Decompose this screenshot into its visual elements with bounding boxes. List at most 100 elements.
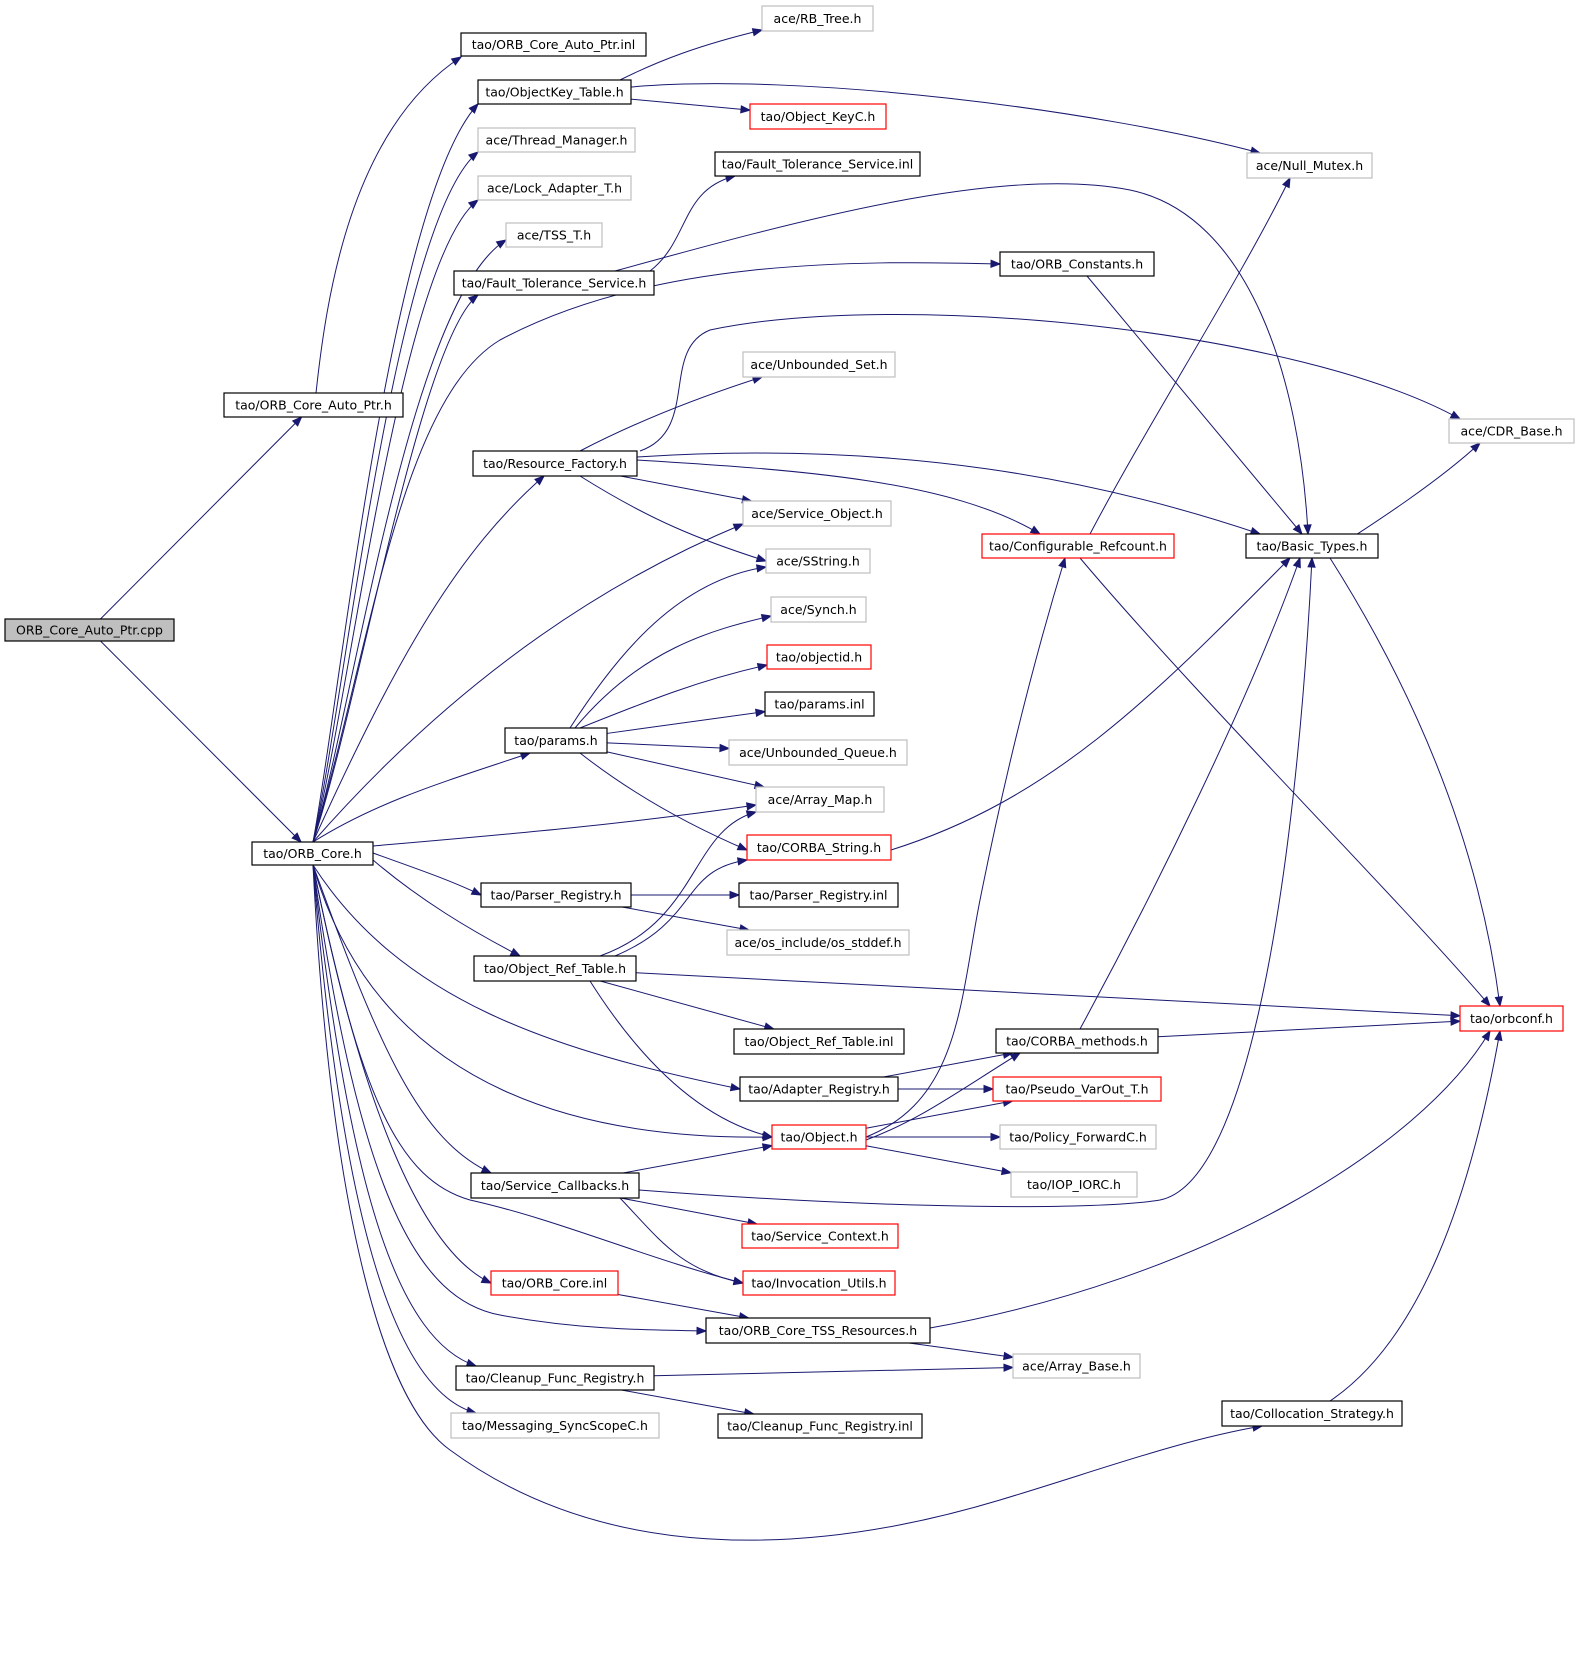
- edge-orbcore_h-to-cleanup_h: [312, 864, 478, 1367]
- node-label: tao/ORB_Core_Auto_Ptr.h: [235, 398, 392, 413]
- node-orbconf[interactable]: tao/orbconf.h: [1459, 1005, 1564, 1032]
- node-box: [746, 834, 892, 861]
- node-tss[interactable]: ace/TSS_T.h: [505, 222, 603, 248]
- node-arraybase[interactable]: ace/Array_Base.h: [1012, 1353, 1141, 1379]
- edge-orbcore_h-to-orbconst: [312, 259, 1002, 843]
- node-label: ace/Synch.h: [780, 602, 856, 617]
- node-corbastring[interactable]: tao/CORBA_String.h: [746, 834, 892, 861]
- node-cleanup-inl[interactable]: tao/Cleanup_Func_Registry.inl: [717, 1413, 923, 1439]
- node-box: [1221, 1400, 1403, 1427]
- node-box: [733, 1028, 905, 1055]
- node-pseudovarout[interactable]: tao/Pseudo_VarOut_T.h: [992, 1076, 1162, 1102]
- node-unbqueue[interactable]: ace/Unbounded_Queue.h: [728, 739, 908, 766]
- node-orbcore-h[interactable]: tao/ORB_Core.h: [251, 841, 374, 866]
- node-threadmgr[interactable]: ace/Thread_Manager.h: [477, 127, 636, 153]
- edges-layer: [100, 28, 1503, 1541]
- node-ftsvc-inl[interactable]: tao/Fault_Tolerance_Service.inl: [714, 151, 921, 177]
- edge-parserreg_h-to-parserreg_inl: [631, 890, 741, 900]
- node-box: [771, 1124, 867, 1150]
- node-autoptr-inl[interactable]: tao/ORB_Core_Auto_Ptr.inl: [460, 32, 647, 57]
- edge-params_h-to-sstring: [569, 564, 768, 729]
- node-cleanup-h[interactable]: tao/Cleanup_Func_Registry.h: [455, 1365, 655, 1391]
- node-lockadapter[interactable]: ace/Lock_Adapter_T.h: [477, 175, 632, 201]
- edge-objkeytable-to-objectkeyc: [630, 98, 752, 114]
- node-box: [766, 644, 872, 670]
- node-object-h[interactable]: tao/Object.h: [771, 1124, 867, 1150]
- edge-orbcore_h-to-tssres: [312, 864, 708, 1336]
- node-invocutils[interactable]: tao/Invocation_Utils.h: [742, 1270, 896, 1296]
- node-parserreg-inl[interactable]: tao/Parser_Registry.inl: [738, 882, 899, 908]
- node-box: [742, 500, 892, 527]
- node-orbconst[interactable]: tao/ORB_Constants.h: [999, 251, 1155, 277]
- node-collocation[interactable]: tao/Collocation_Strategy.h: [1221, 1400, 1403, 1427]
- edge-params_h-to-corbastring: [579, 752, 749, 851]
- node-objreftable-inl[interactable]: tao/Object_Ref_Table.inl: [733, 1028, 905, 1055]
- edge-orbcore_h-to-collocation: [312, 864, 1264, 1541]
- node-params-h[interactable]: tao/params.h: [504, 727, 608, 754]
- edge-resfactory-to-svcobject: [620, 475, 753, 504]
- node-synch[interactable]: ace/Synch.h: [770, 596, 867, 623]
- node-unbset[interactable]: ace/Unbounded_Set.h: [742, 351, 896, 378]
- node-orbcore-inl[interactable]: tao/ORB_Core.inl: [490, 1270, 619, 1296]
- edge-objreftable_h-to-object_h: [589, 980, 774, 1139]
- node-label: tao/Service_Callbacks.h: [481, 1178, 629, 1193]
- edge-object_h-to-corbamethods: [865, 1052, 1022, 1141]
- edge-resfactory-to-unbset: [579, 375, 764, 452]
- node-autoptr-h[interactable]: tao/ORB_Core_Auto_Ptr.h: [223, 392, 404, 418]
- edge-cleanup_h-to-cleanup_inl: [621, 1389, 756, 1417]
- node-tssres[interactable]: tao/ORB_Core_TSS_Resources.h: [705, 1317, 931, 1344]
- edge-params_h-to-unbqueue: [606, 742, 731, 753]
- node-ftsvc-h[interactable]: tao/Fault_Tolerance_Service.h: [453, 270, 655, 296]
- edge-params_h-to-params_inl: [606, 708, 767, 734]
- node-sstring[interactable]: ace/SString.h: [765, 548, 871, 574]
- edge-corbamethods-to-orbconf: [1157, 1017, 1462, 1038]
- node-osstddef[interactable]: ace/os_include/os_stddef.h: [726, 929, 910, 956]
- node-svcobject[interactable]: ace/Service_Object.h: [742, 500, 892, 527]
- node-rbtree[interactable]: ace/RB_Tree.h: [761, 5, 874, 32]
- node-objectkeyc[interactable]: tao/Object_KeyC.h: [749, 103, 887, 130]
- edge-corbastring-to-basictypes: [890, 557, 1291, 851]
- edge-orbconst-to-basictypes: [1086, 275, 1303, 536]
- edge-objreftable_h-to-arraymap: [599, 810, 758, 957]
- node-label: tao/IOP_IORC.h: [1027, 1177, 1121, 1192]
- node-adapterreg[interactable]: tao/Adapter_Registry.h: [739, 1076, 899, 1102]
- edge-resfactory-to-configref: [636, 459, 1042, 535]
- node-box: [4, 618, 175, 642]
- node-label: tao/Configurable_Refcount.h: [989, 539, 1167, 554]
- nodes-layer: ORB_Core_Auto_Ptr.cpp tao/ORB_Core_Auto_P…: [4, 5, 1575, 1439]
- edge-basictypes-to-orbconf: [1329, 557, 1503, 1008]
- node-resfactory[interactable]: tao/Resource_Factory.h: [472, 450, 638, 477]
- node-params-inl[interactable]: tao/params.inl: [764, 691, 875, 717]
- node-objreftable-h[interactable]: tao/Object_Ref_Table.h: [473, 955, 637, 982]
- node-iopiorc[interactable]: tao/IOP_IORC.h: [1010, 1171, 1138, 1198]
- node-parserreg-h[interactable]: tao/Parser_Registry.h: [480, 882, 632, 908]
- node-arraymap[interactable]: ace/Array_Map.h: [755, 786, 885, 813]
- edge-tssres-to-orbconf: [929, 1029, 1491, 1329]
- node-label: tao/Invocation_Utils.h: [751, 1276, 886, 1291]
- node-policyfwd[interactable]: tao/Policy_ForwardC.h: [999, 1124, 1157, 1150]
- node-cdrbase[interactable]: ace/CDR_Base.h: [1448, 418, 1575, 444]
- edge-orbcore_h-to-arraymap: [372, 802, 758, 847]
- node-basictypes[interactable]: tao/Basic_Types.h: [1245, 533, 1379, 559]
- node-box: [473, 955, 637, 982]
- node-corbamethods[interactable]: tao/CORBA_methods.h: [995, 1028, 1159, 1054]
- edge-configref-to-nullmutex: [1089, 176, 1291, 535]
- node-box: [738, 882, 899, 908]
- node-configref[interactable]: tao/Configurable_Refcount.h: [981, 533, 1175, 559]
- node-svccontext[interactable]: tao/Service_Context.h: [741, 1223, 899, 1249]
- edge-orbcore_h-to-lockadapter: [312, 199, 480, 843]
- node-label: ace/Service_Object.h: [751, 506, 883, 521]
- node-objectid[interactable]: tao/objectid.h: [766, 644, 872, 670]
- node-box: [1010, 1171, 1138, 1198]
- edge-configref-to-orbconf: [1079, 557, 1491, 1008]
- node-box: [477, 79, 632, 105]
- node-box: [742, 351, 896, 378]
- node-label: tao/Collocation_Strategy.h: [1230, 1406, 1394, 1421]
- node-label: tao/Adapter_Registry.h: [748, 1082, 890, 1097]
- node-syncscope[interactable]: tao/Messaging_SyncScopeC.h: [450, 1412, 660, 1439]
- node-svccallbacks[interactable]: tao/Service_Callbacks.h: [470, 1172, 640, 1199]
- node-nullmutex[interactable]: ace/Null_Mutex.h: [1246, 152, 1373, 179]
- node-objkeytable[interactable]: tao/ObjectKey_Table.h: [477, 79, 632, 105]
- edge-collocation-to-orbconf: [1329, 1029, 1503, 1402]
- node-label: ORB_Core_Auto_Ptr.cpp: [16, 623, 163, 638]
